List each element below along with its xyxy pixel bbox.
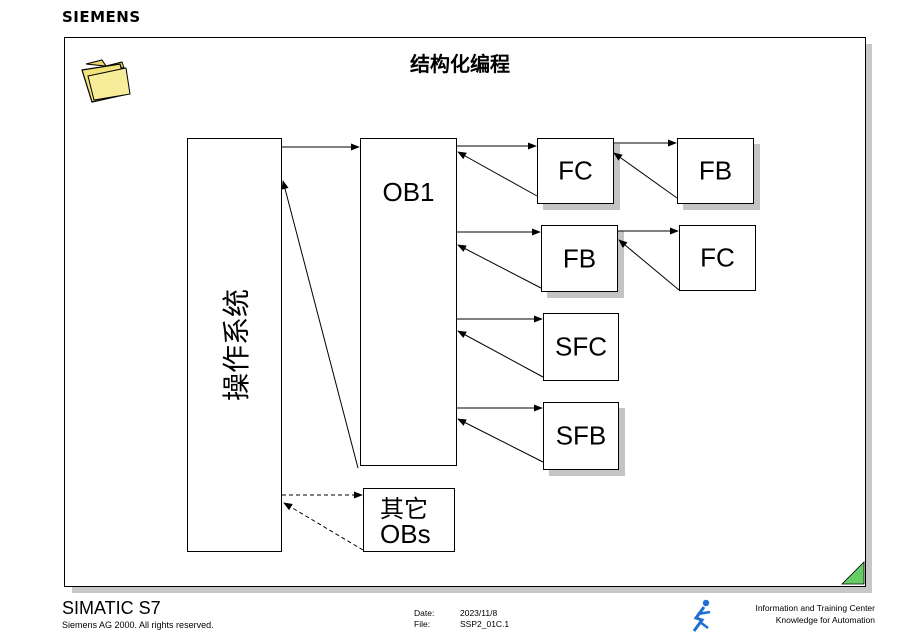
file-label: File: (414, 619, 431, 629)
other-obs-box: 其它 OBs (363, 488, 455, 552)
fb-label-top: FB (698, 155, 733, 186)
other-obs-label-2: OBs (380, 519, 431, 549)
arrow-fb-to-ob1 (457, 244, 542, 289)
fb-box-top: FB (677, 138, 754, 204)
fb-label-mid: FB (562, 243, 597, 273)
ob1-box: OB1 (360, 138, 457, 466)
file-value: SSP2_01C.1 (460, 619, 510, 629)
ob1-label: OB1 (382, 177, 435, 207)
slide-shadow-bottom (72, 587, 872, 593)
center-line-1: Information and Training Center (755, 603, 875, 613)
os-box: 操作系统 (187, 138, 282, 552)
arrow-sfb-to-ob1 (457, 418, 544, 463)
sfb-box: SFB (543, 402, 619, 470)
arrow-other-to-os (283, 502, 364, 551)
fb-box-mid: FB (541, 225, 618, 292)
page-title: 结构化编程 (410, 52, 510, 76)
slide-shadow-right (866, 44, 872, 592)
center-line-2: Knowledge for Automation (775, 615, 875, 625)
date-value: 2023/11/8 (460, 608, 498, 618)
arrow-ob1-to-os (281, 180, 359, 469)
product-name: SIMATIC S7 (62, 598, 161, 618)
arrow-fc-to-ob1 (457, 151, 538, 197)
siemens-logo-icon (692, 599, 711, 632)
copyright: Siemens AG 2000. All rights reserved. (62, 620, 214, 630)
sfb-label: SFB (555, 420, 607, 451)
other-obs-label-1: 其它 (380, 495, 428, 523)
fc-box-top: FC (537, 138, 614, 204)
siemens-brand: SIEMENS (62, 8, 141, 26)
fc-label-top: FC (558, 155, 593, 186)
sfc-box: SFC (543, 313, 619, 381)
sfc-label: SFC (555, 331, 607, 362)
arrow-fb-to-fc (613, 152, 678, 199)
arrow-fc2-to-fb (618, 239, 680, 291)
arrow-sfc-to-ob1 (457, 330, 544, 378)
fc-label-mid: FC (700, 242, 735, 273)
fc-box-mid: FC (679, 225, 756, 291)
folder-icon (81, 59, 131, 103)
date-label: Date: (414, 608, 435, 618)
page-corner-icon (841, 561, 865, 585)
